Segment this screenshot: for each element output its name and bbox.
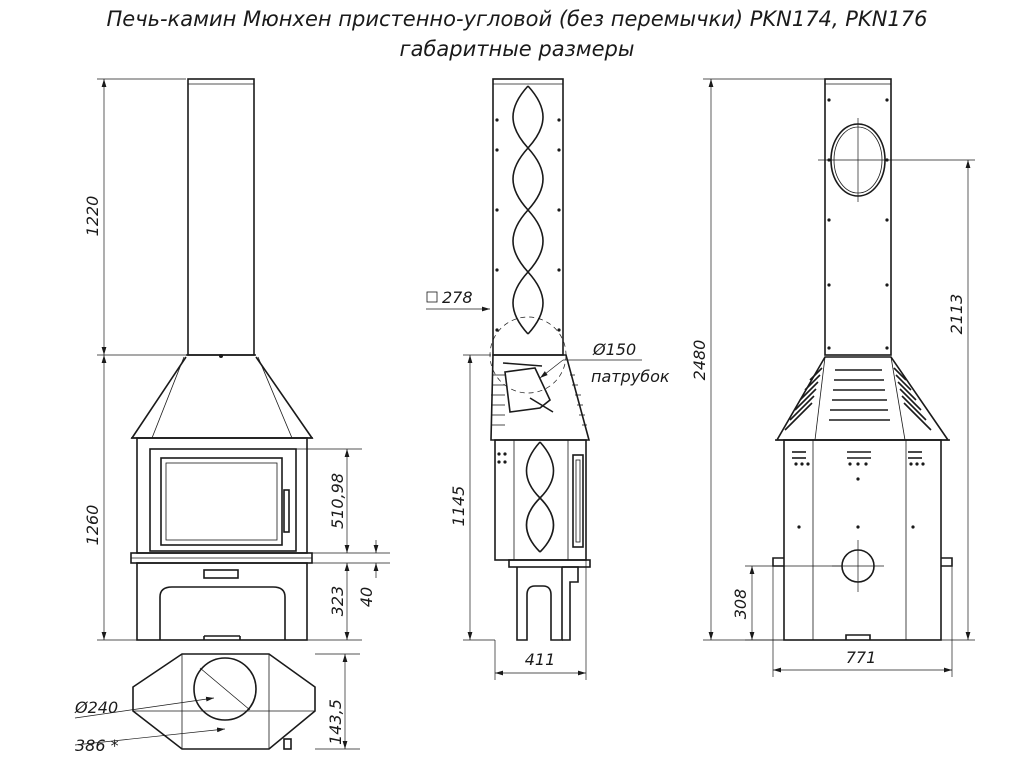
dim-chimney-height: 1220 (83, 196, 102, 237)
side-hearth-slab (508, 559, 591, 568)
front-door-handle (283, 489, 290, 533)
dim-total-height: 2480 (690, 340, 709, 381)
front-chimney (187, 78, 255, 356)
back-base-notch (845, 634, 871, 640)
dim-chimney-square: 278 (442, 288, 473, 307)
back-chimney (824, 78, 892, 356)
back-body (783, 439, 942, 641)
side-firebox-twist-pattern (525, 441, 555, 553)
side-hood (490, 354, 591, 441)
front-base (136, 562, 308, 641)
side-vent-dots (497, 452, 507, 464)
back-vent-slots (792, 451, 922, 459)
back-side-flanges (772, 557, 953, 567)
pipe-note: патрубок (591, 367, 670, 386)
dim-upper-height: 2113 (947, 294, 966, 335)
front-ash-drawer (203, 569, 239, 579)
back-vent-dots (794, 462, 925, 529)
dim-step: 40 (357, 587, 376, 607)
dim-side-width: 411 (525, 650, 556, 669)
dim-outlet-height: 308 (731, 589, 750, 620)
front-view: 1220 1260 510,98 323 40 (83, 78, 390, 641)
dim-pipe-diameter: Ø150 (592, 340, 636, 359)
side-door-handle (572, 454, 584, 548)
square-symbol (426, 291, 438, 303)
dim-base-height: 323 (328, 586, 347, 617)
dim-door-height: 510,98 (328, 473, 347, 529)
dim-top-width: 386 * (75, 736, 119, 755)
side-chimney-bolts (495, 118, 561, 332)
side-chimney-twist-pattern (512, 85, 544, 335)
dim-body-height: 1260 (83, 505, 102, 546)
side-pipe-outlet (504, 367, 551, 413)
drawing-subtitle: габаритные размеры (400, 37, 635, 61)
back-view: 2480 2113 308 771 (690, 78, 975, 677)
side-hood-vents (491, 374, 587, 426)
dim-top-diameter: Ø240 (74, 698, 118, 717)
top-flue-circle (193, 657, 257, 721)
top-knob (283, 738, 292, 750)
back-hood-louvers (784, 367, 932, 431)
front-door-glass (160, 457, 283, 546)
front-door-frame (149, 448, 297, 552)
drawing-title: Печь-камин Мюнхен пристенно-угловой (без… (106, 7, 927, 31)
front-base-arch (159, 586, 286, 640)
side-base (516, 567, 563, 641)
front-hood (130, 356, 314, 439)
top-outline (132, 653, 316, 750)
top-view: Ø240 386 * 143,5 (74, 653, 360, 755)
side-chimney (492, 78, 564, 356)
dim-top-depth: 143,5 (326, 699, 345, 745)
dim-firebox-height: 1145 (449, 486, 468, 527)
side-view: 278 Ø150 патрубок 1145 411 (426, 78, 670, 680)
dim-back-width: 771 (846, 648, 877, 667)
